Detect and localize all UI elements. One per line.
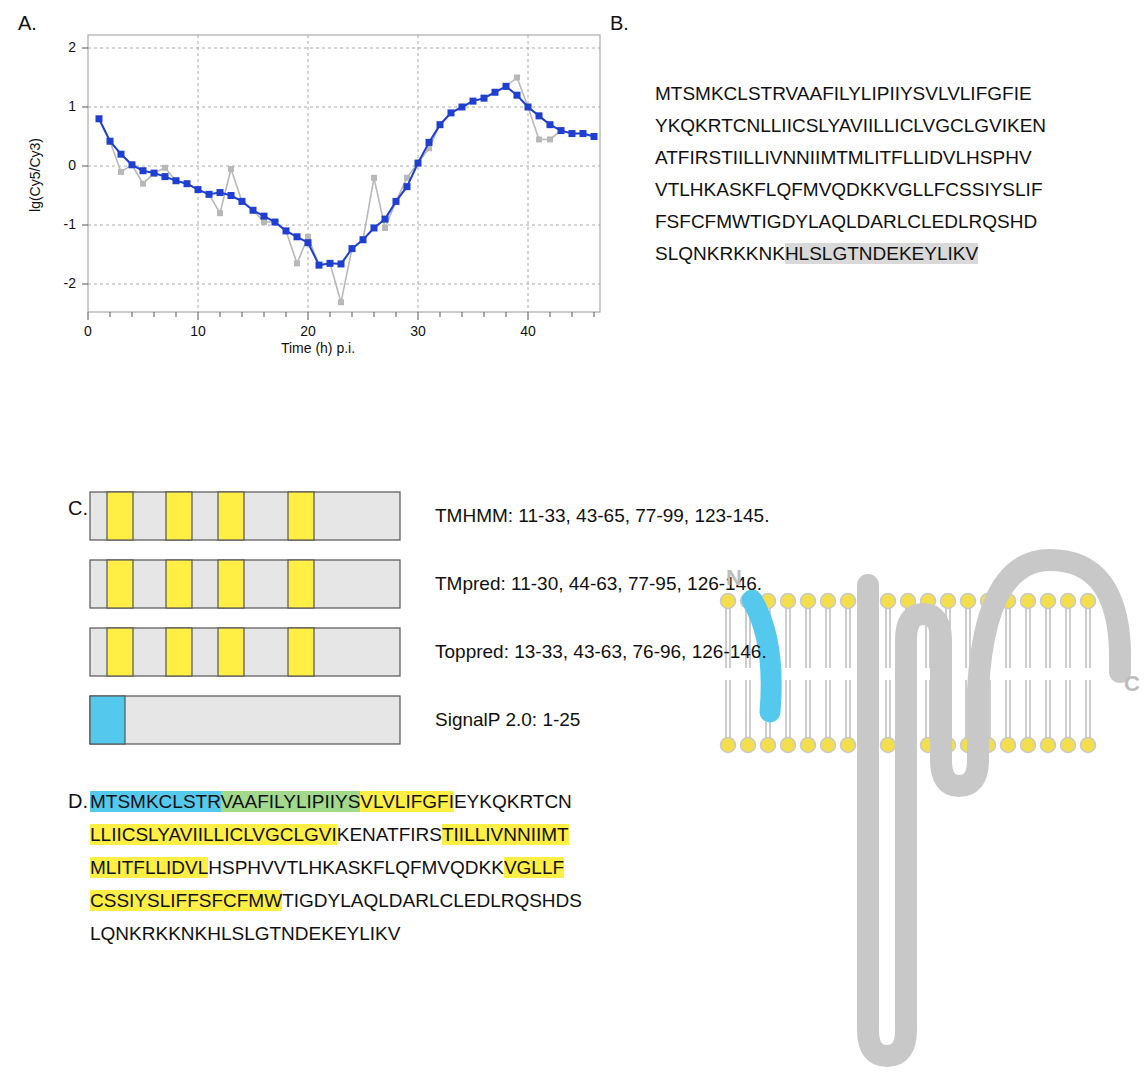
highlighted-residues: LLIICSLYAVIILLICLVGCLGVI: [90, 824, 337, 845]
panel-letter: A.: [18, 12, 37, 34]
tick-label: 2: [68, 40, 76, 55]
tick-label: 0: [84, 324, 92, 339]
panel-letter: D.: [68, 790, 88, 812]
prediction-label: SignalP 2.0: 1-25: [435, 710, 580, 731]
sequence-text: KENATFIRS: [337, 824, 442, 845]
sequence-text: VTLHKASKFLQFMVQDKKVGLLFCSSIYSLIF: [655, 179, 1043, 200]
sequence-text: SLQNKRKKNK: [655, 243, 785, 264]
highlighted-residues: TIILLIVNNIIMT: [442, 824, 569, 845]
tick-label: 20: [300, 324, 316, 339]
axis-title: Time (h) p.i.: [281, 341, 355, 356]
panel-letter: C.: [68, 497, 88, 519]
plot-frame: [88, 35, 600, 312]
tick-label: 1: [68, 99, 76, 114]
sequence-line: FSFCFMWTIGDYLAQLDARLCLEDLRQSHD: [655, 210, 1037, 234]
sequence-text: LQNKRKKNKHLSLGTNDEKEYLIKV: [90, 923, 400, 944]
tick-label: 30: [410, 324, 426, 339]
tick-label: 0: [68, 158, 76, 173]
sequence-text: MTSMKCLSTRVAAFILYLIPIIYSVLVLIFGFIE: [655, 83, 1032, 104]
sequence-line: SLQNKRKKNKHLSLGTNDEKEYLIKV: [655, 242, 978, 266]
sequence-line: LQNKRKKNKHLSLGTNDEKEYLIKV: [90, 922, 400, 946]
sequence-line: LLIICSLYAVIILLICLVGCLGVIKENATFIRSTIILLIV…: [90, 823, 569, 847]
sequence-line: VTLHKASKFLQFMVQDKKVGLLFCSSIYSLIF: [655, 178, 1043, 202]
terminus-label: C: [1124, 672, 1140, 696]
sequence-line: CSSIYSLIFFSFCFMWTIGDYLAQLDARLCLEDLRQSHDS: [90, 889, 582, 913]
sequence-text: FSFCFMWTIGDYLAQLDARLCLEDLRQSHD: [655, 211, 1037, 232]
tick-label: 40: [520, 324, 536, 339]
axis-ticks: [82, 48, 594, 320]
highlighted-residues: VAAFILYLIPIIYS: [221, 791, 361, 812]
prediction-label: TMpred: 11-30, 44-63, 77-95, 126-146.: [435, 574, 762, 595]
sequence-text: TIGDYLAQLDARLCLEDLRQSHDS: [282, 890, 582, 911]
axis-title: lg(Cy5/Cy3): [28, 138, 43, 212]
raw-points: [96, 75, 597, 306]
sequence-text: EYKQKRTCN: [454, 791, 572, 812]
tick-label: -1: [64, 217, 76, 232]
terminus-label: N: [726, 566, 742, 590]
sequence-line: MLITFLLIDVLHSPHVVTLHKASKFLQFMVQDKKVGLLF: [90, 856, 564, 880]
sequence-text: YKQKRTCNLLIICSLYAVIILLICLVGCLGVIKEN: [655, 115, 1046, 136]
smoothed-points: [96, 83, 598, 269]
sequence-text: ATFIRSTIILLIVNNIIMTMLITFLLIDVLHSPHV: [655, 147, 1032, 168]
protein-chain: [868, 560, 1120, 1056]
prediction-label: TMHMM: 11-33, 43-65, 77-99, 123-145.: [435, 506, 769, 527]
highlighted-residues: MTSMKCLSTR: [90, 791, 221, 812]
prediction-label: Toppred: 13-33, 43-63, 76-96, 126-146.: [435, 642, 767, 663]
topology-bars: [90, 492, 400, 744]
sequence-line: YKQKRTCNLLIICSLYAVIILLICLVGCLGVIKEN: [655, 114, 1046, 138]
grid-lines: [88, 35, 600, 312]
raw-series: [99, 78, 594, 303]
tick-label: -2: [64, 276, 76, 291]
tick-label: 10: [190, 324, 206, 339]
highlighted-residues: CSSIYSLIFFSFCFMW: [90, 890, 282, 911]
sequence-line: ATFIRSTIILLIVNNIIMTMLITFLLIDVLHSPHV: [655, 146, 1032, 170]
panel-letter: B.: [610, 12, 629, 34]
smoothed-series: [99, 86, 594, 265]
highlighted-residues: MLITFLLIDVL: [90, 857, 208, 878]
sequence-text: HSPHVVTLHKASKFLQFMVQDKK: [208, 857, 504, 878]
highlighted-residues: VGLLF: [504, 857, 564, 878]
sequence-line: MTSMKCLSTRVAAFILYLIPIIYSVLVLIFGFIEYKQKRT…: [90, 790, 572, 814]
highlighted-residues: VLVLIFGFI: [360, 791, 454, 812]
sequence-line: MTSMKCLSTRVAAFILYLIPIIYSVLVLIFGFIE: [655, 82, 1032, 106]
highlighted-residues: HLSLGTNDEKEYLIKV: [785, 243, 978, 264]
